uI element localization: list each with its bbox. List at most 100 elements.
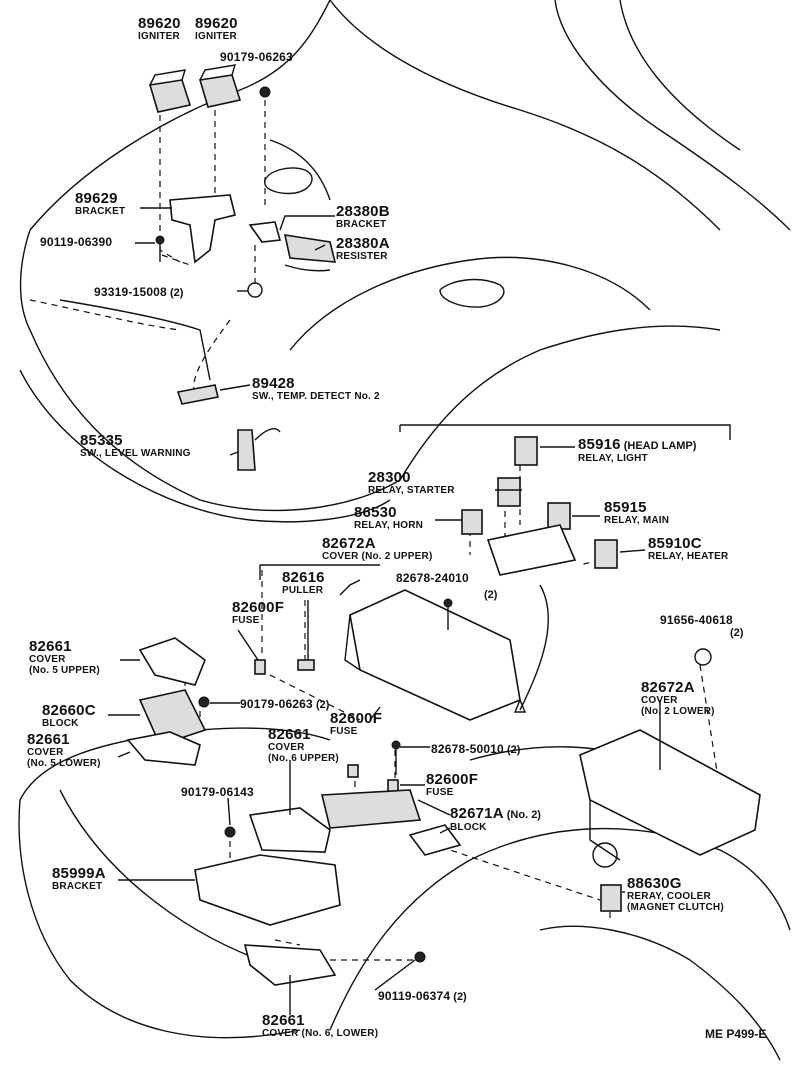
part-number: 90119-06374 — [378, 989, 451, 1003]
label-bolt-06374: 90119-06374(2) — [378, 988, 467, 1004]
part-number: 85335 — [80, 432, 123, 449]
cover-82661-5l-shape — [126, 731, 201, 766]
label-screw-24010: 82678-24010 (2) — [396, 572, 497, 601]
label-puller-82616: 82616 PULLER — [282, 570, 325, 596]
bolt-06263-mid-shape — [198, 696, 210, 708]
cover-82661-6u-shape — [248, 807, 331, 853]
label-fuse-82600f-c: 82600F FUSE — [426, 772, 478, 798]
part-desc: RELAY, STARTER — [368, 485, 455, 496]
resister-28380a-shape — [283, 234, 337, 272]
part-number: 28300 — [368, 469, 411, 486]
label-igniter-b: 89620 IGNITER — [195, 16, 238, 42]
screw-50010-shape — [391, 740, 401, 775]
part-number: 82600F — [232, 599, 285, 616]
part-desc-2: (No. 2 LOWER) — [641, 706, 715, 717]
part-desc-2: (No. 5 LOWER) — [27, 758, 101, 769]
label-nut-91656: 91656-40618 (2) — [660, 614, 743, 639]
part-desc: RELAY, HEATER — [648, 551, 729, 562]
bolt-06143-shape — [224, 826, 236, 838]
part-number: 82672A — [322, 535, 376, 552]
label-block-82671a: 82671A(No. 2) BLOCK — [450, 806, 541, 833]
nut-91656-shape — [694, 648, 712, 666]
part-desc: BLOCK — [42, 718, 79, 729]
part-number: 91656-40618 — [660, 613, 733, 627]
page-reference: ME P499-E — [705, 1027, 767, 1041]
car-body-upper — [19, 0, 791, 523]
part-qty: (2) — [484, 589, 498, 601]
label-sw-85335: 85335 SW., LEVEL WARNING — [80, 433, 191, 459]
relay-85910c-shape — [594, 539, 618, 569]
part-desc: FUSE — [232, 615, 260, 626]
cover-82661-5u-shape — [138, 637, 206, 686]
part-desc: RELAY, LIGHT — [578, 453, 648, 464]
label-resister-28380a: 28380A RESISTER — [336, 236, 390, 262]
part-qty: (2) — [730, 627, 744, 639]
bracket-89629-shape — [169, 194, 236, 264]
relay-88630g-shape — [600, 884, 622, 912]
part-desc-2: (No. 5 UPPER) — [29, 665, 100, 676]
relay-86530-shape — [461, 509, 483, 535]
label-bolt-06143: 90179-06143 — [181, 786, 254, 798]
label-screw-50010: 82678-50010(2) — [431, 741, 520, 757]
part-desc: RERAY, COOLER — [627, 891, 711, 902]
part-number: 82600F — [426, 771, 479, 788]
part-desc: SW., LEVEL WARNING — [80, 448, 191, 459]
part-qty: (2) — [315, 699, 330, 711]
part-number: 82600F — [330, 710, 383, 727]
label-relay-28300: 28300 RELAY, STARTER — [368, 470, 455, 496]
label-bolt-06390: 90119-06390 — [40, 236, 112, 248]
part-qty: (2) — [506, 744, 521, 756]
part-number: 82660C — [42, 702, 96, 719]
part-desc: COVER — [27, 747, 64, 758]
igniter-a-shape — [148, 69, 192, 113]
part-desc: RELAY, HORN — [354, 520, 424, 531]
label-cover-82661-5u: 82661 COVER (No. 5 UPPER) — [29, 639, 100, 676]
part-desc: RESISTER — [336, 251, 388, 262]
part-number: 28380A — [336, 235, 390, 252]
relay-85916-shape — [514, 436, 538, 466]
bracket-85999a-shape — [194, 854, 341, 926]
part-number: 89620 — [138, 15, 181, 32]
screw-93319-shape — [247, 282, 263, 298]
part-number: 89620 — [195, 15, 238, 32]
part-number: 82661 — [262, 1012, 305, 1029]
cover-82672a-lower-shape — [579, 729, 761, 868]
block-82660c-shape — [138, 689, 207, 746]
label-cover-82672a-upper: 82672A COVER (No. 2 UPPER) — [322, 536, 432, 562]
label-sw-89428: 89428 SW., TEMP. DETECT No. 2 — [252, 376, 380, 402]
part-desc: COVER (No. 2 UPPER) — [322, 551, 433, 562]
part-number: 90119-06390 — [40, 235, 113, 249]
part-number: 82661 — [27, 731, 70, 748]
part-number: 82678-24010 — [396, 571, 469, 585]
part-desc: FUSE — [426, 787, 454, 798]
part-desc: BRACKET — [75, 206, 126, 217]
fuse-82600f-b-shape — [347, 764, 359, 778]
part-number: 85999A — [52, 865, 106, 882]
part-number: 82671A — [450, 805, 504, 822]
part-desc: COVER — [641, 695, 678, 706]
part-number: 82661 — [29, 638, 72, 655]
label-cover-82672a-lower: 82672A COVER (No. 2 LOWER) — [641, 680, 715, 717]
part-desc: COVER — [268, 742, 305, 753]
part-desc: COVER (No. 6, LOWER) — [262, 1028, 379, 1039]
part-desc: COVER — [29, 654, 66, 665]
part-desc: BRACKET — [336, 219, 387, 230]
label-bracket-28380b: 28380B BRACKET — [336, 204, 390, 230]
part-desc: RELAY, MAIN — [604, 515, 670, 526]
relay-block-shape — [486, 524, 577, 576]
part-number: 88630G — [627, 875, 682, 892]
label-relay-86530: 86530 RELAY, HORN — [354, 505, 423, 531]
sw-89428-shape — [176, 384, 219, 405]
label-screw-93319: 93319-15008(2) — [94, 284, 183, 300]
label-block-82660c: 82660C BLOCK — [42, 703, 96, 729]
label-fuse-82600f-b: 82600F FUSE — [330, 711, 382, 737]
fuse-82600f-a-shape — [254, 659, 266, 675]
part-number: 82678-50010 — [431, 742, 504, 756]
screw-24010-shape — [443, 598, 453, 630]
part-qty: (2) — [169, 287, 184, 299]
label-fuse-82600f-a: 82600F FUSE — [232, 600, 284, 626]
label-relay-85910c: 85910C RELAY, HEATER — [648, 536, 728, 562]
cover-82672a-upper-shape — [344, 589, 521, 721]
label-igniter-a: 89620 IGNITER — [138, 16, 181, 42]
